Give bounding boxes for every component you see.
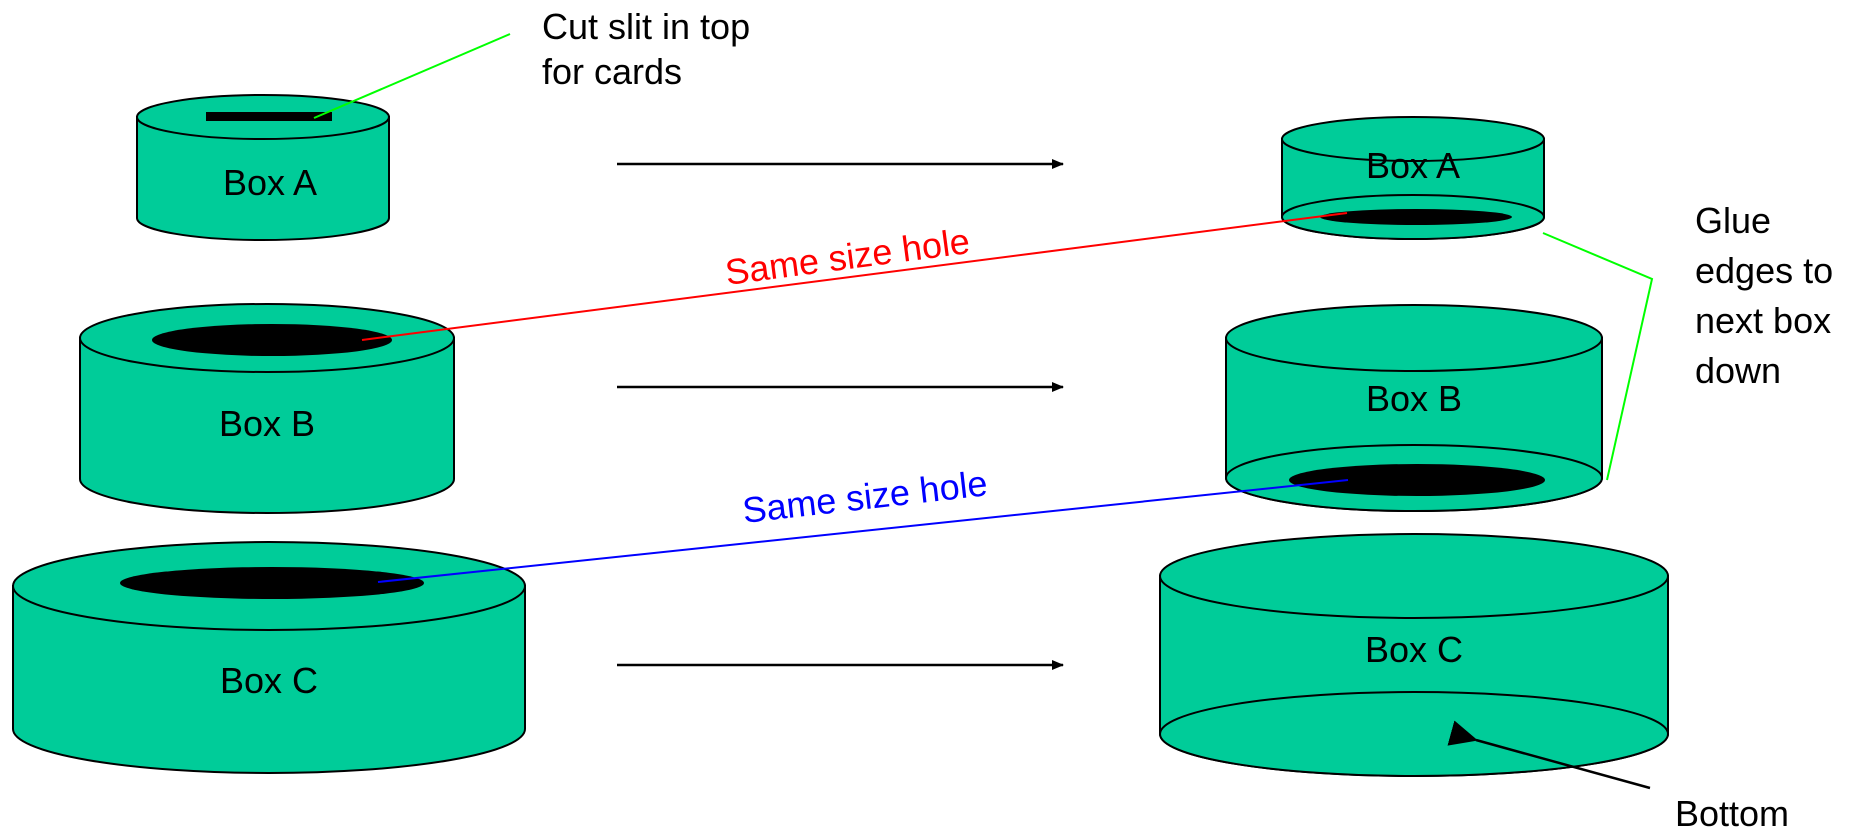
cut-slit-caption-line2: for cards bbox=[542, 51, 682, 92]
bottom-pointer-arrow bbox=[1447, 720, 1651, 790]
box-b-bottom-hole bbox=[1289, 464, 1545, 496]
cut-slit-caption-line1: Cut slit in top bbox=[542, 6, 750, 47]
same-size-hole-red-label: Same size hole bbox=[723, 220, 972, 293]
box-a-right-label: Box A bbox=[1366, 145, 1460, 186]
box-b-left: Box B bbox=[79, 303, 455, 514]
box-b-right: Box B bbox=[1225, 304, 1603, 512]
box-a-left: Box A bbox=[136, 94, 390, 241]
glue-caption-line4: down bbox=[1695, 350, 1781, 391]
box-c-bottom bbox=[1159, 691, 1669, 777]
box-c-left: Box C bbox=[12, 541, 526, 774]
box-a-bottom-hole bbox=[1320, 209, 1512, 225]
red-hole-connector bbox=[361, 212, 1348, 341]
card-slit bbox=[206, 112, 332, 121]
box-c-right-label: Box C bbox=[1365, 629, 1463, 670]
glue-bracket bbox=[1542, 232, 1654, 481]
slit-connector bbox=[313, 33, 511, 119]
box-c-left-label: Box C bbox=[220, 660, 318, 701]
glue-caption-line3: next box bbox=[1695, 300, 1831, 341]
glue-caption-line2: edges to bbox=[1695, 250, 1833, 291]
box-c-top-hole bbox=[120, 567, 424, 599]
glue-caption-line1: Glue bbox=[1695, 200, 1771, 241]
box-b-right-label: Box B bbox=[1366, 378, 1462, 419]
box-b-top-hole bbox=[152, 324, 392, 356]
bottom-caption: Bottom bbox=[1675, 793, 1789, 827]
box-b-left-label: Box B bbox=[219, 403, 315, 444]
blue-hole-connector bbox=[377, 479, 1349, 583]
box-a-left-label: Box A bbox=[223, 162, 317, 203]
box-c-right: Box C bbox=[1159, 533, 1669, 777]
box-a-right: Box A bbox=[1281, 116, 1545, 240]
